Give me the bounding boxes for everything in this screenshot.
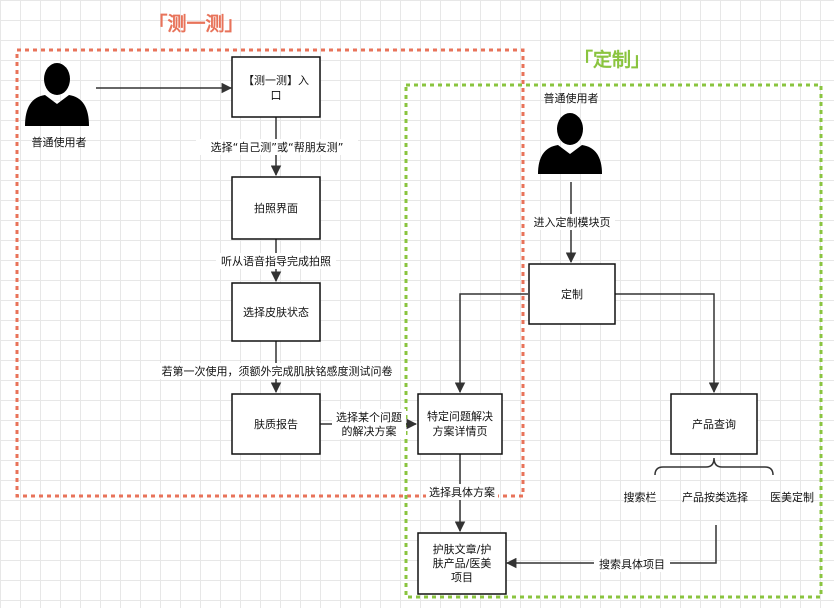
edge-label-choose-mode: 选择“自己测”或“帮朋友测” <box>211 140 344 154</box>
node-skin-state: 选择皮肤状态 <box>231 282 321 342</box>
node-detail-line-2: 方案详情页 <box>433 424 488 438</box>
edge-custom-to-detail <box>454 293 528 394</box>
node-entry-line-1: 【测一测】入 <box>243 74 309 87</box>
edge-label-choose-plan: 选择具体方案 <box>429 485 495 499</box>
options-brace <box>654 457 774 476</box>
edge-query-to-content <box>505 525 717 569</box>
node-content: 护肤文章/护 肤产品/医美 项目 <box>417 532 507 595</box>
node-entry-line-2: 口 <box>271 89 282 102</box>
option-aesthetic: 医美定制 <box>770 490 814 504</box>
node-product-query-line-1: 产品查询 <box>692 417 736 431</box>
node-content-line-2: 肤产品/医美 <box>433 556 492 570</box>
edge-label-enter-custom: 进入定制模块页 <box>534 215 611 229</box>
node-detail: 特定问题解决 方案详情页 <box>417 393 503 455</box>
edge-label-search-item: 搜索具体项目 <box>599 557 665 571</box>
node-detail-line-1: 特定问题解决 <box>427 409 493 423</box>
option-search-bar: 搜索栏 <box>624 490 657 504</box>
node-custom: 定制 <box>528 263 616 325</box>
node-product-query: 产品查询 <box>670 393 758 455</box>
region-custom-title: 「定制」 <box>574 48 650 71</box>
user-icon <box>25 63 89 126</box>
edge-label-first-use: 若第一次使用，须额外完成肌肤铭感度测试问卷 <box>162 364 393 378</box>
region-test-title: 「测一测」 <box>148 12 243 35</box>
user-right-label: 普通使用者 <box>544 91 599 105</box>
node-report-line-1: 肤质报告 <box>254 417 298 431</box>
node-photo: 拍照界面 <box>231 176 321 240</box>
edge-label-voice-guide: 听从语音指导完成拍照 <box>221 254 331 268</box>
user-left-label: 普通使用者 <box>32 135 87 149</box>
edge-custom-to-query <box>615 293 720 394</box>
node-content-line-1: 护肤文章/护 <box>433 542 492 556</box>
node-skin-state-line-1: 选择皮肤状态 <box>243 305 309 319</box>
region-custom-frame <box>404 83 823 599</box>
node-photo-line-1: 拍照界面 <box>254 201 298 215</box>
node-custom-line-1: 定制 <box>561 287 583 301</box>
user-icon <box>538 113 602 174</box>
node-report: 肤质报告 <box>231 393 321 455</box>
option-category: 产品按类选择 <box>682 490 748 504</box>
node-content-line-3: 项目 <box>451 571 473 584</box>
region-test-frame <box>15 48 525 498</box>
edge-label-choose-problem-line-2: 的解决方案 <box>342 424 397 438</box>
edge-label-choose-problem-line-1: 选择某个问题 <box>336 410 402 424</box>
node-entry: 【测一测】入 口 <box>231 56 321 118</box>
